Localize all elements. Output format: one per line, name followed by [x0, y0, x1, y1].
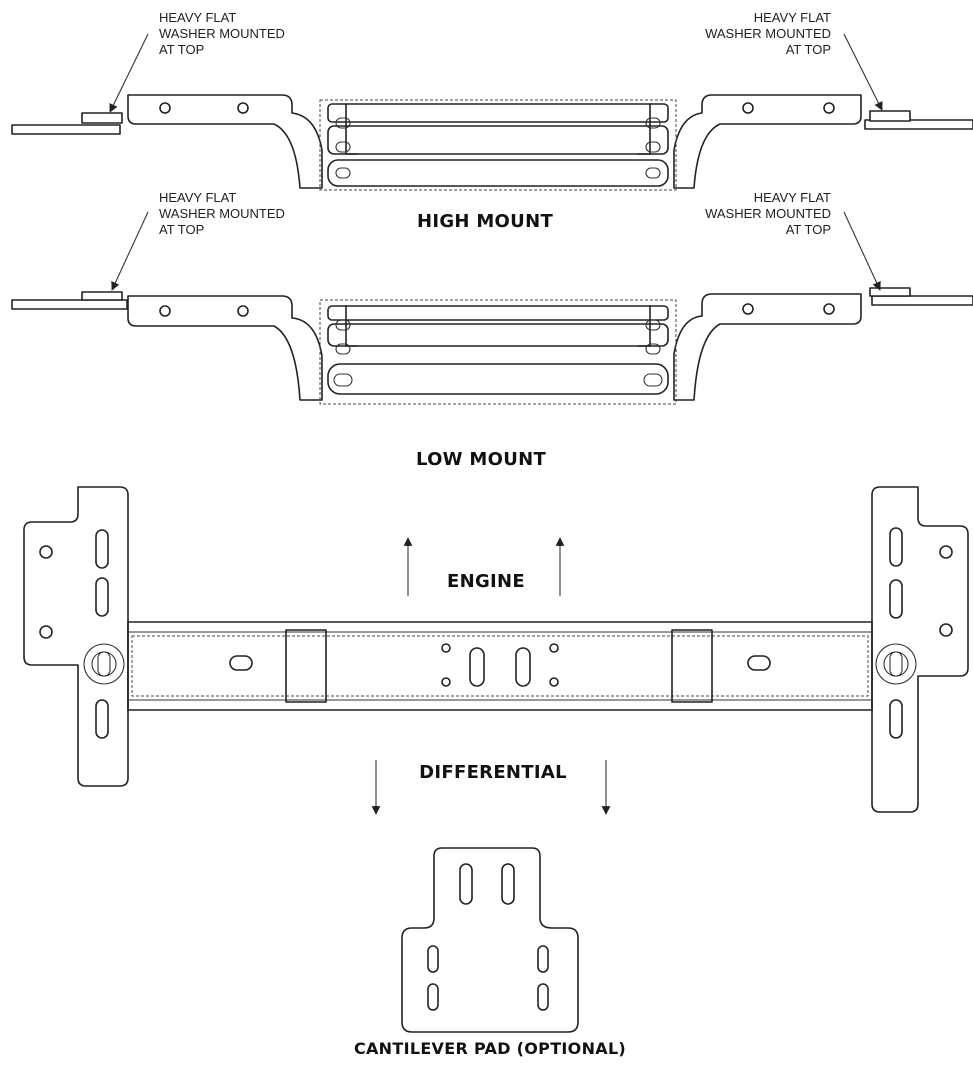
pad-slot [459, 863, 473, 905]
pad-slot [501, 863, 515, 905]
crossmember-lower-rail [327, 159, 669, 187]
left-frame-rail [11, 299, 128, 310]
crossmember-slot [645, 343, 661, 355]
crossmember-outline [319, 99, 677, 191]
left-bracket-hole [159, 305, 171, 317]
left-plate-slot [95, 577, 109, 617]
left-washer [81, 291, 123, 301]
center-hole [549, 677, 559, 687]
crossmember-slot [643, 373, 663, 387]
left-bracket-hole [237, 305, 249, 317]
crossmember-slot [335, 141, 351, 153]
right-plate-slot [889, 579, 903, 619]
leader-line [111, 211, 149, 291]
left-plate-hole [39, 545, 53, 559]
pad-slot [427, 945, 439, 973]
center-hole [441, 677, 451, 687]
callout-low-left: HEAVY FLAT WASHER MOUNTED AT TOP [159, 190, 285, 237]
left-bracket [127, 295, 323, 401]
crossmember-inner [131, 635, 869, 697]
crossmember-slot [335, 117, 351, 129]
left-pivot-slot [97, 651, 111, 677]
left-mounting-plate [23, 486, 129, 787]
left-pivot-washer [83, 643, 125, 685]
crossmember-slot [645, 319, 661, 331]
differential-heading: DIFFERENTIAL [419, 762, 567, 783]
right-plate-hole [939, 545, 953, 559]
callout-high-left: HEAVY FLAT WASHER MOUNTED AT TOP [159, 10, 285, 57]
engine-heading: ENGINE [447, 571, 525, 592]
right-pivot-bolt [883, 651, 909, 677]
crossmember-slot [335, 167, 351, 179]
crossmember-block-right [671, 629, 713, 703]
left-plate-hole [39, 625, 53, 639]
callout-high-right: HEAVY FLAT WASHER MOUNTED AT TOP [705, 10, 831, 57]
left-washer [81, 112, 123, 124]
top-view-assembly [23, 486, 969, 815]
right-plate-slot [889, 699, 903, 739]
leader-line [843, 33, 883, 111]
cantilever-heading: CANTILEVER PAD (OPTIONAL) [353, 1039, 627, 1058]
crossmember-mid-rail [327, 125, 669, 155]
low-mount-heading: LOW MOUNT [415, 449, 547, 470]
right-bracket-hole [742, 303, 754, 315]
crossmember-slot [645, 167, 661, 179]
leader-line [843, 211, 881, 291]
right-washer [869, 110, 911, 122]
crossmember-slot [335, 343, 351, 355]
right-pivot-washer [875, 643, 917, 685]
left-plate-slot [95, 529, 109, 569]
crossmember-slot-left [229, 655, 253, 671]
center-hole [549, 643, 559, 653]
right-bracket-hole [823, 102, 835, 114]
right-bracket [673, 94, 862, 189]
crossmember-lower-rail [327, 363, 669, 395]
left-bracket-hole [159, 102, 171, 114]
crossmember-outline [319, 299, 677, 405]
right-plate-slot [889, 527, 903, 567]
crossmember-block-left [285, 629, 327, 703]
right-bracket-hole [823, 303, 835, 315]
right-frame-rail [871, 295, 973, 306]
right-mounting-plate [871, 486, 969, 813]
right-plate-hole [939, 623, 953, 637]
center-slot [469, 647, 485, 687]
crossmember-slot [645, 117, 661, 129]
cantilever-pad-outline [401, 847, 579, 1033]
left-plate-slot [95, 699, 109, 739]
crossmember-slot [645, 141, 661, 153]
crossmember-bar [127, 621, 873, 711]
pad-slot [427, 983, 439, 1011]
right-bracket [673, 293, 862, 401]
center-slot [515, 647, 531, 687]
low-mount-assembly [11, 211, 973, 405]
right-pivot-slot [889, 651, 903, 677]
right-bracket-hole [742, 102, 754, 114]
right-frame-rail [864, 119, 973, 130]
pad-slot [537, 983, 549, 1011]
cantilever-pad [401, 847, 579, 1033]
left-bracket-hole [237, 102, 249, 114]
crossmember-slot [335, 319, 351, 331]
crossmember-mid-rail [327, 323, 669, 347]
left-bracket [127, 94, 323, 189]
leader-line [109, 33, 149, 113]
crossmember-top-rail [327, 305, 669, 321]
crossmember-edges [345, 305, 651, 347]
left-frame-rail [11, 124, 121, 135]
crossmember-top-rail [327, 103, 669, 123]
center-hole [441, 643, 451, 653]
crossmember-slot-right [747, 655, 771, 671]
pad-slot [537, 945, 549, 973]
crossmember-edges [345, 103, 651, 155]
high-mount-heading: HIGH MOUNT [416, 211, 554, 232]
callout-low-right: HEAVY FLAT WASHER MOUNTED AT TOP [705, 190, 831, 237]
crossmember-slot [333, 373, 353, 387]
left-pivot-bolt [91, 651, 117, 677]
high-mount-assembly [11, 33, 973, 191]
right-washer [869, 287, 911, 297]
